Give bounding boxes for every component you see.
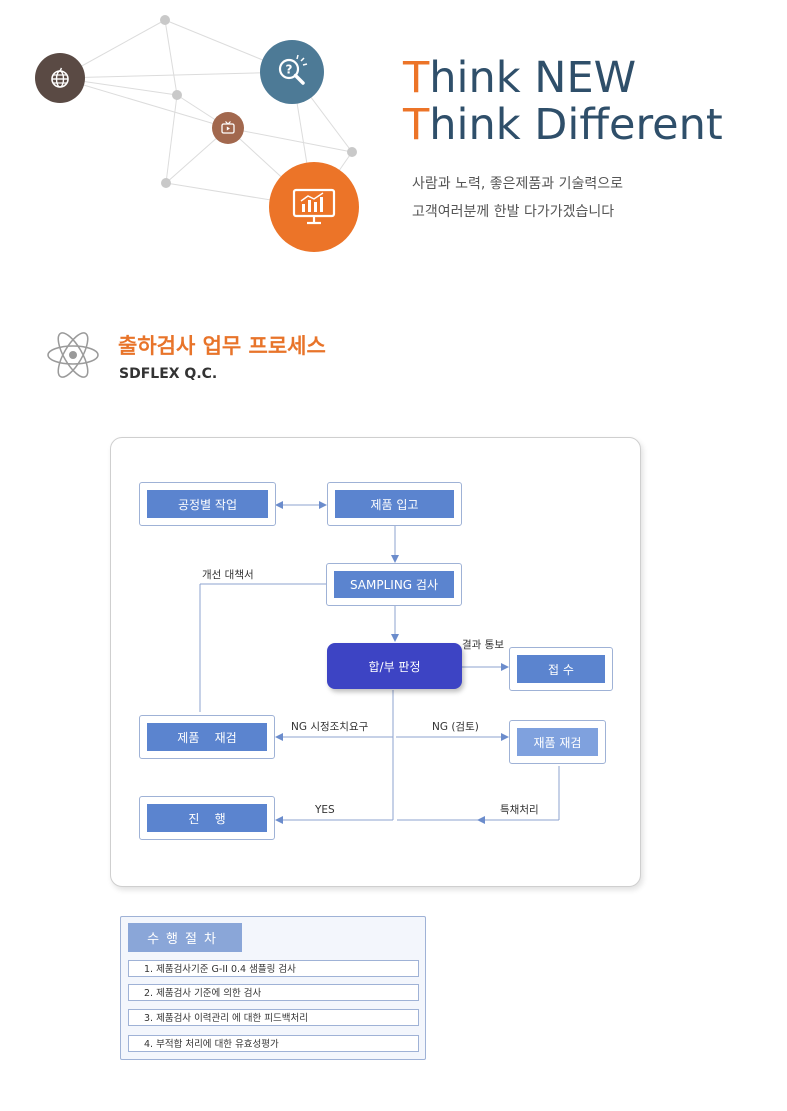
procedure-item: 4. 부적합 처리에 대한 유효성평가 (128, 1035, 419, 1052)
hero-title-accent-2: T (403, 100, 430, 150)
hero-title-accent-1: T (403, 53, 430, 103)
atom-icon (47, 332, 99, 378)
node-reinspect-right: 재품 재검 (509, 720, 606, 764)
node-reinspect-left: 제품 재검 (139, 715, 275, 759)
node-product-receipt-label: 제품 입고 (335, 490, 454, 518)
hero-title: Think NEW Think Different (403, 55, 723, 149)
node-proceed: 진 행 (139, 796, 275, 840)
node-accept-label: 접 수 (517, 655, 605, 683)
node-reinspect-right-label: 재품 재검 (517, 728, 598, 756)
svg-text:?: ? (286, 63, 293, 77)
procedure-item: 3. 제품검사 이력관리 에 대한 피드백처리 (128, 1009, 419, 1026)
node-process-work-label: 공정별 작업 (147, 490, 268, 518)
node-proceed-label: 진 행 (147, 804, 267, 832)
hero-subtitle-line-2: 고객여러분께 한발 다가가겠습니다 (412, 204, 615, 220)
hero-subtitle-line-1: 사람과 노력, 좋은제품과 기술력으로 (412, 176, 623, 192)
node-accept: 접 수 (509, 647, 613, 691)
search-question-icon: ? (260, 40, 324, 104)
procedure-title: 수행절차 (128, 923, 242, 952)
node-sampling: SAMPLING 검사 (326, 563, 462, 606)
procedure-panel: 수행절차 1. 제품검사기준 G-II 0.4 샘플링 검사 2. 제품검사 기… (120, 916, 426, 1060)
section-title: 출하검사 업무 프로세스 (118, 334, 326, 358)
globe-icon (35, 53, 85, 103)
node-decision: 합/부 판정 (327, 643, 462, 689)
label-notify: 결과 통보 (462, 639, 504, 651)
node-process-work: 공정별 작업 (139, 482, 276, 526)
procedure-item: 1. 제품검사기준 G-II 0.4 샘플링 검사 (128, 960, 419, 977)
node-product-receipt: 제품 입고 (327, 482, 462, 526)
play-tv-icon (212, 112, 244, 144)
label-ng-review: NG (검토) (432, 721, 479, 733)
label-special: 특채처리 (500, 804, 539, 816)
label-ng-fix: NG 시정조치요구 (291, 721, 369, 733)
node-sampling-label: SAMPLING 검사 (334, 571, 454, 598)
monitor-chart-icon (269, 162, 359, 252)
hero-title-line-2: hink Different (429, 100, 723, 150)
procedure-item: 2. 제품검사 기준에 의한 검사 (128, 984, 419, 1001)
label-improve: 개선 대책서 (202, 569, 254, 581)
section-subtitle: SDFLEX Q.C. (119, 366, 218, 382)
hero-subtitle: 사람과 노력, 좋은제품과 기술력으로 고객여러분께 한발 다가가겠습니다 (412, 170, 623, 226)
hero-title-line-1: hink NEW (429, 53, 637, 103)
label-yes: YES (315, 804, 335, 816)
node-reinspect-left-label: 제품 재검 (147, 723, 267, 751)
